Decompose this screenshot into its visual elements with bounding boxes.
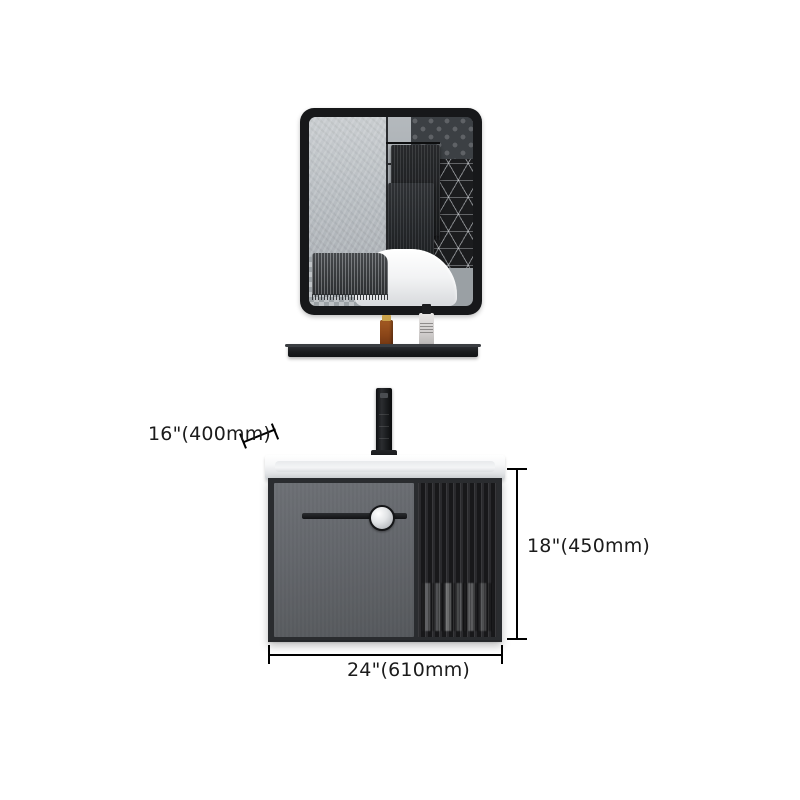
cabinet-drawer-front: [274, 483, 414, 637]
shelf-bottle-amber: [380, 315, 393, 348]
height-dimension-cap-top: [507, 468, 527, 470]
shelf-bottle-white: [419, 304, 434, 348]
fluted-glass-panel: [418, 483, 497, 637]
height-dimension-cap-bottom: [507, 638, 527, 640]
depth-dimension-label: 16"(400mm): [148, 423, 272, 445]
drawer-round-knob: [369, 505, 395, 531]
drawer-bar-handle: [302, 513, 407, 519]
basin-bowl: [275, 461, 495, 472]
faucet: [376, 388, 392, 460]
width-dimension-cap-right: [501, 645, 503, 664]
width-dimension-cap-left: [268, 645, 270, 664]
reflected-bath-mat: [312, 253, 389, 300]
wall-shelf: [285, 344, 481, 357]
reflected-towel-front: [387, 183, 434, 263]
vanity-cabinet: [268, 478, 502, 642]
width-dimension-label: 24"(610mm): [347, 659, 471, 681]
fluted-panel-ribs: [418, 483, 497, 637]
height-dimension-line: [516, 468, 518, 640]
fluted-panel-contents: [422, 583, 493, 631]
mirror: [300, 108, 482, 315]
height-dimension-label: 18"(450mm): [527, 535, 651, 557]
cabinet-shadow: [268, 640, 502, 644]
mirror-reflection: [309, 117, 473, 306]
basin-countertop: [265, 455, 505, 480]
reflected-wall-panel-left: [309, 117, 387, 257]
reflected-towel-rail: [386, 141, 441, 144]
width-dimension-line: [268, 654, 503, 656]
